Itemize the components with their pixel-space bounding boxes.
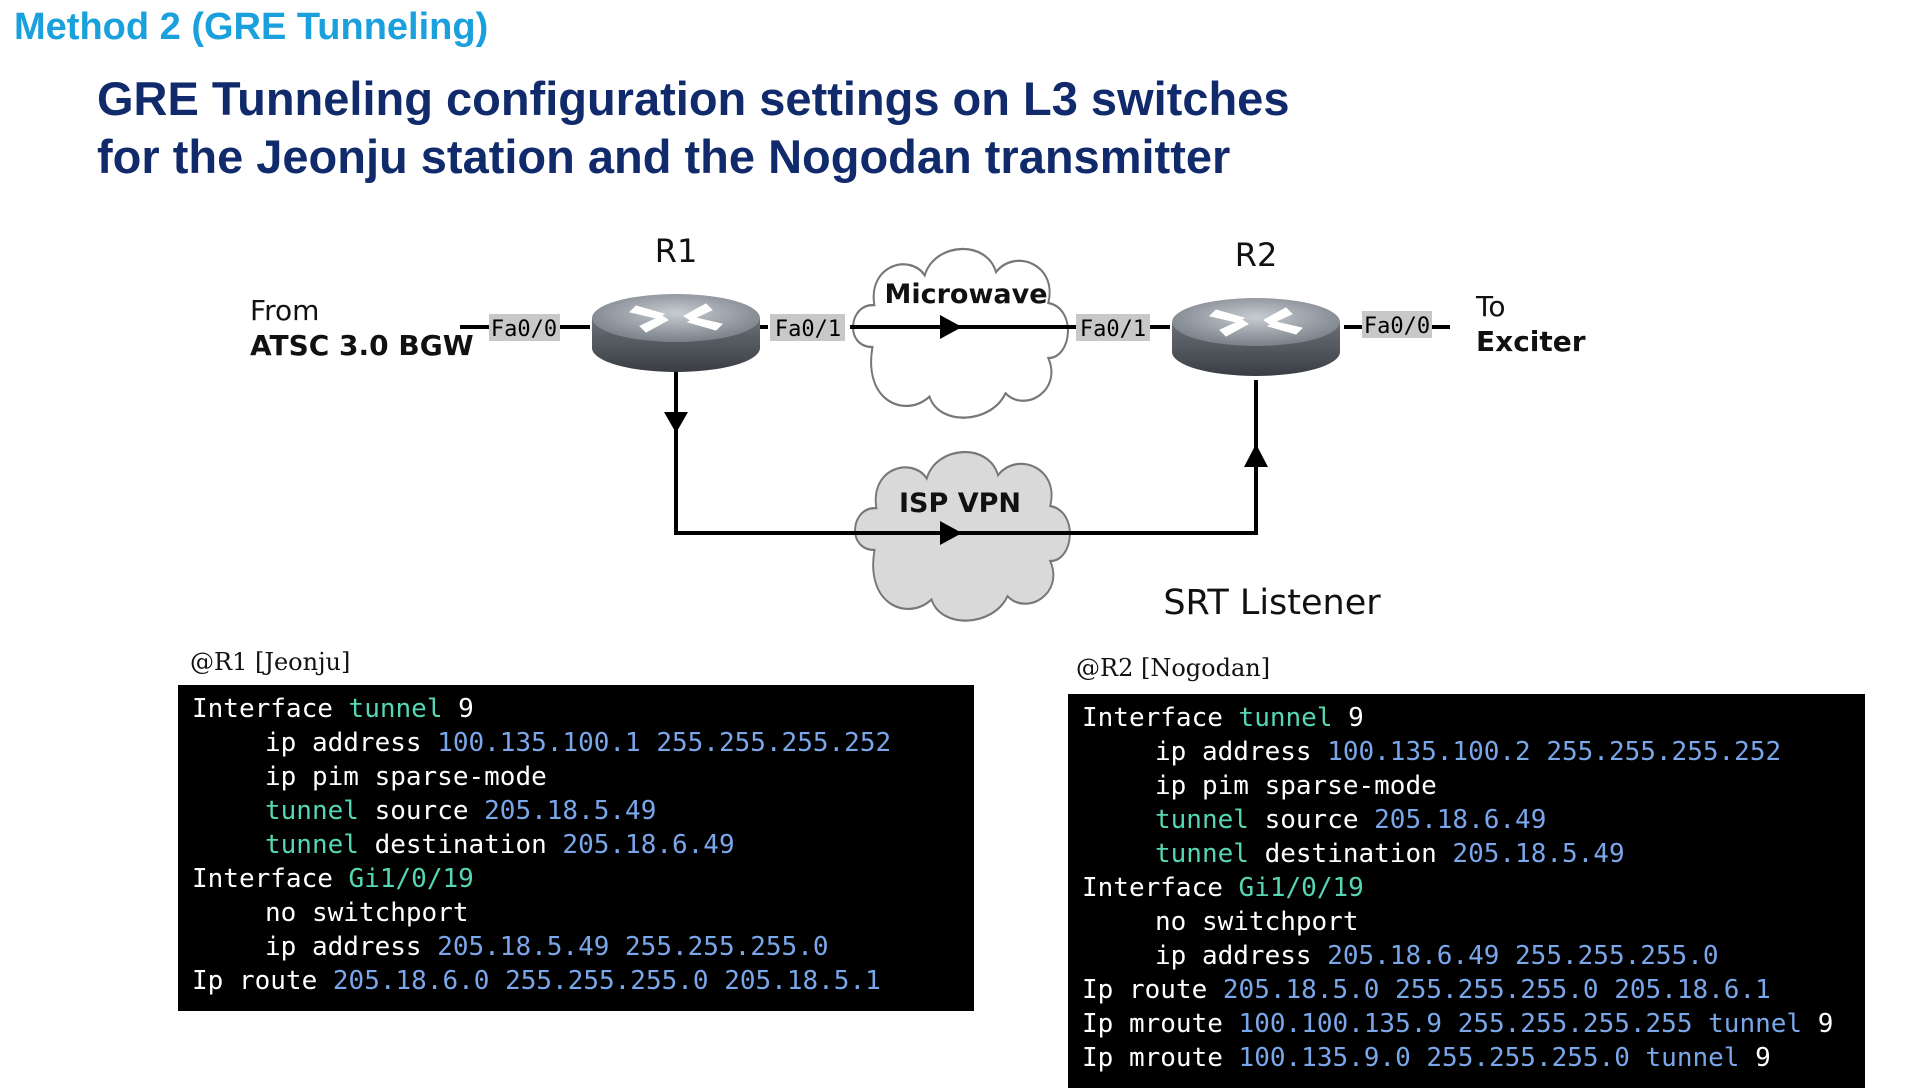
arrow-right-microwave [940, 315, 962, 339]
microwave-label: Microwave [884, 279, 1047, 310]
config-token: tunnel [1238, 703, 1333, 733]
config-token: tunnel [1155, 839, 1249, 869]
title-line-1: GRE Tunneling configuration settings on … [97, 72, 1290, 125]
config-line: Interface tunnel 9 [192, 692, 960, 726]
config-token: Ip route [1082, 975, 1223, 1005]
config-token: 205.18.5.49 [1452, 839, 1625, 869]
r1-config-label: @R1 [Jeonju] [190, 648, 351, 676]
config-token: 100.135.100.2 255.255.255.252 [1327, 737, 1782, 767]
config-token: Ip mroute [1082, 1009, 1239, 1039]
config-line: Ip mroute 100.135.9.0 255.255.255.0 tunn… [1082, 1041, 1851, 1075]
config-token: Interface [1082, 873, 1239, 903]
r2-port-in: Fa0/1 [1080, 317, 1146, 342]
config-line: Ip route 205.18.6.0 255.255.255.0 205.18… [192, 964, 960, 998]
config-token: 9 [1739, 1043, 1771, 1073]
config-token: Gi1/0/19 [1238, 873, 1364, 903]
from-label: From [250, 294, 319, 327]
config-line: ip address 100.135.100.1 255.255.255.252 [192, 726, 960, 760]
config-token: 9 [442, 694, 474, 724]
config-line: no switchport [1082, 905, 1851, 939]
config-line: Interface Gi1/0/19 [1082, 871, 1851, 905]
config-token: 9 [1332, 703, 1364, 733]
config-token: tunnel [265, 796, 359, 826]
srt-listener-label: SRT Listener [1163, 583, 1381, 623]
config-line: ip address 205.18.6.49 255.255.255.0 [1082, 939, 1851, 973]
r2-config-label: @R2 [Nogodan] [1076, 654, 1271, 682]
config-token: 205.18.6.49 [562, 830, 735, 860]
config-token: Interface [192, 694, 349, 724]
config-line: ip address 205.18.5.49 255.255.255.0 [192, 930, 960, 964]
config-line: ip pim sparse-mode [192, 760, 960, 794]
arrow-down-r1 [664, 412, 688, 433]
config-line: tunnel destination 205.18.5.49 [1082, 837, 1851, 871]
config-line: ip address 100.135.100.2 255.255.255.252 [1082, 735, 1851, 769]
config-token: 205.18.5.49 255.255.255.0 [437, 932, 829, 962]
config-token: 205.18.6.0 255.255.255.0 205.18.5.1 [332, 966, 881, 996]
config-token: destination [1248, 839, 1453, 869]
config-token: 100.100.135.9 255.255.255.255 tunnel [1238, 1009, 1803, 1039]
arrow-right-vpn [940, 521, 962, 545]
config-line: tunnel source 205.18.5.49 [192, 794, 960, 828]
config-token: tunnel [1155, 805, 1249, 835]
method-heading: Method 2 (GRE Tunneling) [14, 6, 489, 48]
config-token: ip address [1155, 737, 1328, 767]
config-token: 100.135.100.1 255.255.255.252 [437, 728, 892, 758]
config-token: 205.18.5.49 [484, 796, 657, 826]
r1-port-out: Fa0/1 [775, 317, 841, 342]
config-line: tunnel source 205.18.6.49 [1082, 803, 1851, 837]
config-token: 205.18.6.49 255.255.255.0 [1327, 941, 1719, 971]
r1-port-in: Fa0/0 [491, 317, 557, 342]
config-line: Ip route 205.18.5.0 255.255.255.0 205.18… [1082, 973, 1851, 1007]
router-r2-icon [1172, 298, 1340, 376]
config-token: no switchport [1155, 907, 1359, 937]
r1-label: R1 [655, 232, 698, 270]
config-token: destination [358, 830, 563, 860]
to-label: To [1475, 290, 1505, 323]
config-token: ip pim sparse-mode [265, 762, 547, 792]
config-line: Interface tunnel 9 [1082, 701, 1851, 735]
config-token: tunnel [348, 694, 443, 724]
r2-port-out: Fa0/0 [1364, 314, 1430, 339]
config-line: ip pim sparse-mode [1082, 769, 1851, 803]
config-token: ip address [1155, 941, 1328, 971]
config-token: Interface [1082, 703, 1239, 733]
title-line-2: for the Jeonju station and the Nogodan t… [97, 130, 1231, 183]
config-token: source [358, 796, 485, 826]
arrow-up-r2 [1244, 444, 1268, 467]
config-token: ip address [265, 728, 438, 758]
config-token: no switchport [265, 898, 469, 928]
r2-label: R2 [1235, 236, 1278, 274]
config-line: Ip mroute 100.100.135.9 255.255.255.255 … [1082, 1007, 1851, 1041]
config-token: Interface [192, 864, 349, 894]
config-token: ip address [265, 932, 438, 962]
config-token: tunnel [265, 830, 359, 860]
config-token: 9 [1802, 1009, 1834, 1039]
config-token: Ip route [192, 966, 333, 996]
isp-vpn-cloud [853, 450, 1071, 622]
router-r1-icon [592, 294, 760, 372]
config-token: 100.135.9.0 255.255.255.0 tunnel [1238, 1043, 1740, 1073]
config-token: Ip mroute [1082, 1043, 1239, 1073]
config-token: Gi1/0/19 [348, 864, 474, 894]
config-line: tunnel destination 205.18.6.49 [192, 828, 960, 862]
config-token: 205.18.5.0 255.255.255.0 205.18.6.1 [1222, 975, 1771, 1005]
config-line: Interface Gi1/0/19 [192, 862, 960, 896]
page-title: GRE Tunneling configuration settings on … [97, 70, 1289, 186]
destination-label: Exciter [1476, 325, 1586, 358]
config-line: no switchport [192, 896, 960, 930]
config-token: 205.18.6.49 [1374, 805, 1547, 835]
config-token: ip pim sparse-mode [1155, 771, 1437, 801]
source-label: ATSC 3.0 BGW [250, 329, 474, 362]
isp-vpn-label: ISP VPN [899, 488, 1021, 519]
config-token: source [1248, 805, 1375, 835]
